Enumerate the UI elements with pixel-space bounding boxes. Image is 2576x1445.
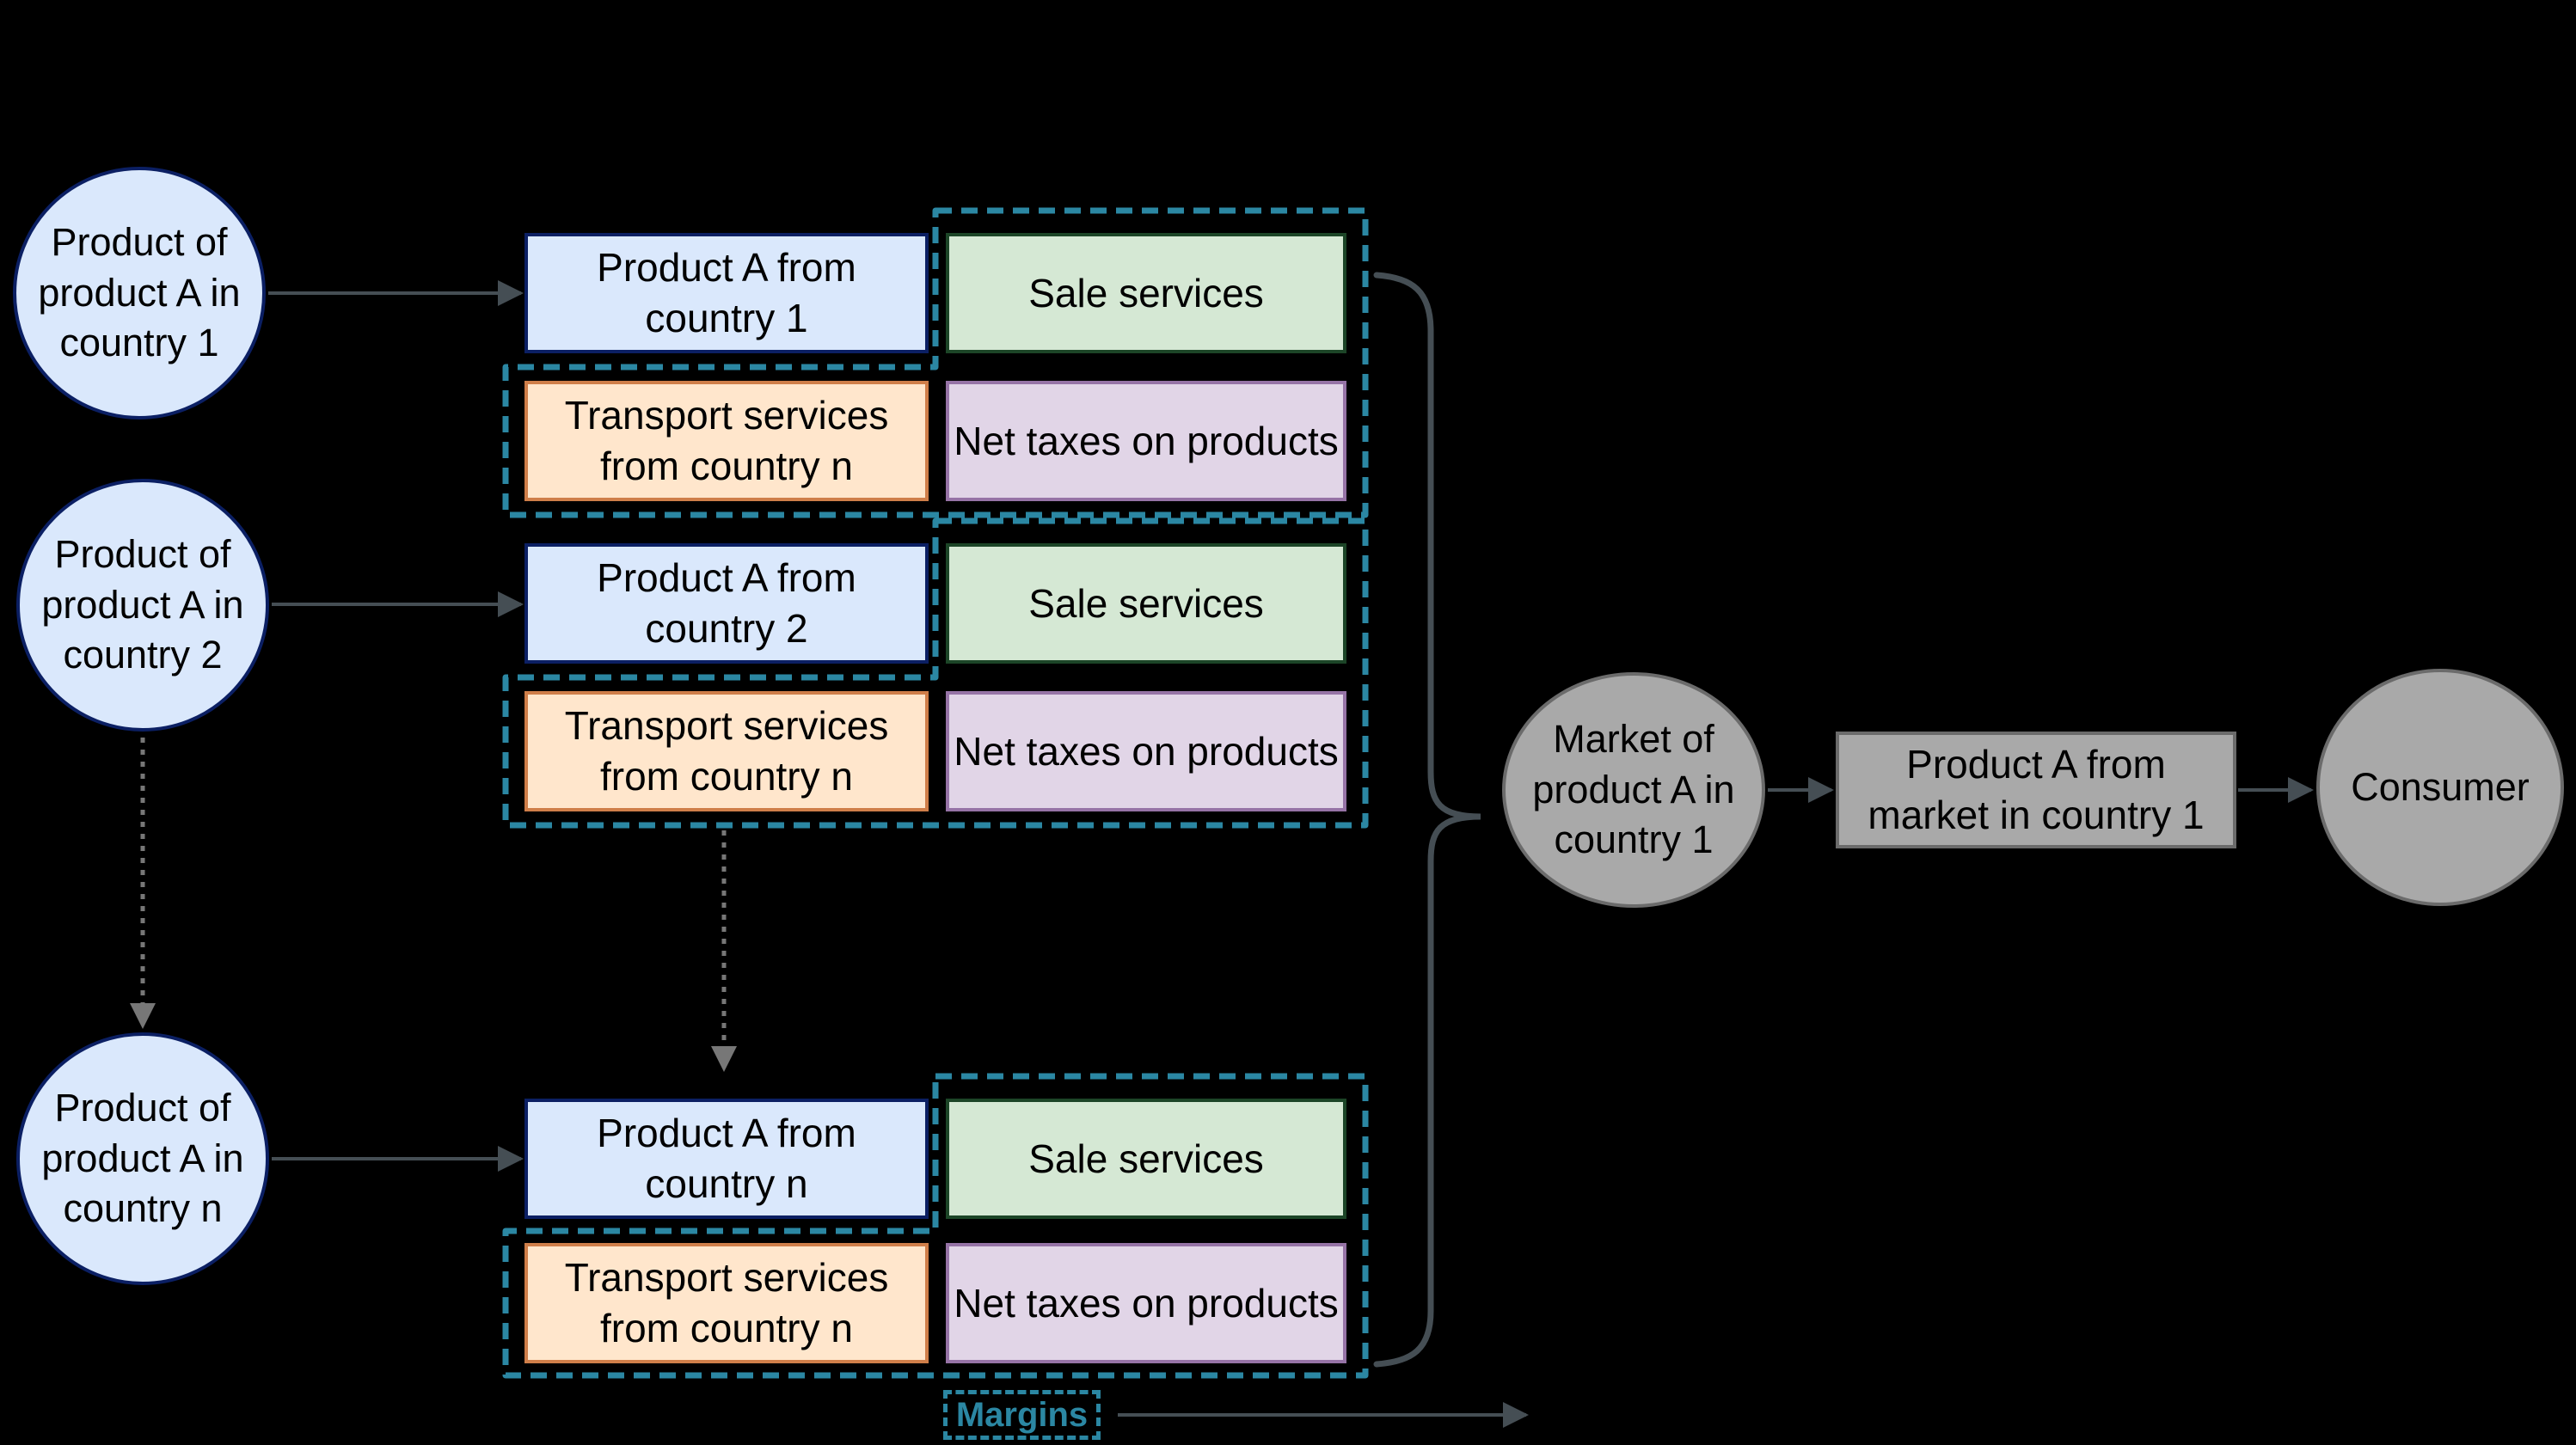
product-box-country-2-label: Product A from country 2 (597, 555, 856, 651)
transport-services-box-1-label: Transport services from country n (564, 393, 889, 488)
transport-services-box-2-label: Transport services from country n (564, 703, 889, 799)
market-product-box-label: Product A from market in country 1 (1868, 742, 2205, 837)
margins-legend-label: Margins (955, 1395, 1089, 1434)
sale-services-box-n: Sale services (946, 1099, 1346, 1219)
transport-services-box-n: Transport services from country n (524, 1243, 929, 1363)
net-taxes-box-n-label: Net taxes on products (954, 1280, 1339, 1326)
product-box-country-1-label: Product A from country 1 (597, 245, 856, 340)
product-box-country-n-label: Product A from country n (597, 1111, 856, 1206)
product-box-country-n: Product A from country n (524, 1099, 929, 1219)
sale-services-box-2-label: Sale services (1028, 580, 1264, 626)
curly-brace-icon (1373, 272, 1481, 1368)
market-product-box: Product A from market in country 1 (1836, 732, 2236, 848)
net-taxes-box-n: Net taxes on products (946, 1243, 1346, 1363)
margins-outline-group-3 (502, 1073, 1369, 1379)
net-taxes-box-2-label: Net taxes on products (954, 728, 1339, 774)
sale-services-box-2: Sale services (946, 543, 1346, 664)
market-circle-label: Market of product A in country 1 (1532, 716, 1735, 862)
margins-legend: Margins (943, 1390, 1101, 1440)
margins-outline-group-1 (502, 207, 1369, 518)
sale-services-box-n-label: Sale services (1028, 1136, 1264, 1181)
net-taxes-box-1: Net taxes on products (946, 381, 1346, 501)
sale-services-box-1: Sale services (946, 233, 1346, 353)
transport-services-box-2: Transport services from country n (524, 691, 929, 811)
producer-circle-n: Product of product A in country n (16, 1032, 269, 1285)
producer-circle-n-label: Product of product A in country n (41, 1085, 244, 1231)
net-taxes-box-1-label: Net taxes on products (954, 418, 1339, 463)
product-box-country-2: Product A from country 2 (524, 543, 929, 664)
producer-circle-2: Product of product A in country 2 (16, 479, 269, 732)
sale-services-box-1-label: Sale services (1028, 270, 1264, 315)
margins-outline-group-2 (502, 517, 1369, 829)
producer-circle-1: Product of product A in country 1 (13, 167, 266, 419)
market-circle: Market of product A in country 1 (1502, 672, 1765, 908)
consumer-circle: Consumer (2316, 669, 2564, 906)
net-taxes-box-2: Net taxes on products (946, 691, 1346, 811)
transport-services-box-1: Transport services from country n (524, 381, 929, 501)
producer-circle-1-label: Product of product A in country 1 (38, 219, 241, 365)
transport-services-box-n-label: Transport services from country n (564, 1255, 889, 1350)
consumer-circle-label: Consumer (2351, 764, 2530, 809)
producer-circle-2-label: Product of product A in country 2 (41, 531, 244, 677)
product-box-country-1: Product A from country 1 (524, 233, 929, 353)
